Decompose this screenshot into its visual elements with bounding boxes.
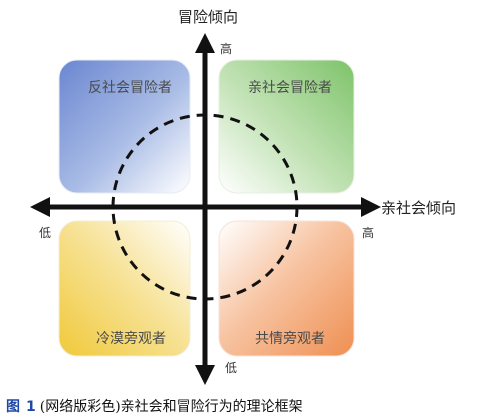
quadrant-top-left: 反社会冒险者 — [58, 59, 191, 194]
figure-caption-text: (网络版彩色)亲社会和冒险行为的理论框架 — [39, 399, 303, 415]
vertical-axis-low-label: 低 — [225, 361, 237, 375]
quadrant-top-right-box — [218, 59, 355, 194]
horizontal-axis-low-label: 低 — [39, 226, 51, 240]
quadrant-bottom-right-box — [218, 220, 355, 357]
quadrant-bottom-left-box — [58, 220, 191, 357]
horizontal-axis-title: 亲社会倾向 — [381, 199, 456, 217]
horizontal-axis-high-label: 高 — [362, 225, 374, 240]
vertical-axis-high-label: 高 — [220, 41, 232, 56]
framework-diagram: 反社会冒险者 亲社会冒险者 冷漠旁观者 共情旁观者 冒险倾向 高 低 低 高 亲… — [30, 8, 456, 385]
figure-number: 1 — [26, 399, 36, 415]
quadrant-bottom-left-label: 冷漠旁观者 — [96, 330, 166, 347]
quadrant-top-left-label: 反社会冒险者 — [88, 80, 172, 96]
quadrant-top-left-box — [58, 59, 191, 194]
quadrant-bottom-right: 共情旁观者 — [218, 220, 355, 357]
quadrant-top-right-label: 亲社会冒险者 — [248, 80, 332, 96]
figure-label: 图 — [6, 399, 20, 415]
quadrant-bottom-left: 冷漠旁观者 — [58, 220, 191, 357]
quadrant-top-right: 亲社会冒险者 — [218, 59, 355, 194]
quadrant-bottom-right-label: 共情旁观者 — [255, 330, 325, 347]
vertical-axis-title: 冒险倾向 — [178, 8, 238, 26]
